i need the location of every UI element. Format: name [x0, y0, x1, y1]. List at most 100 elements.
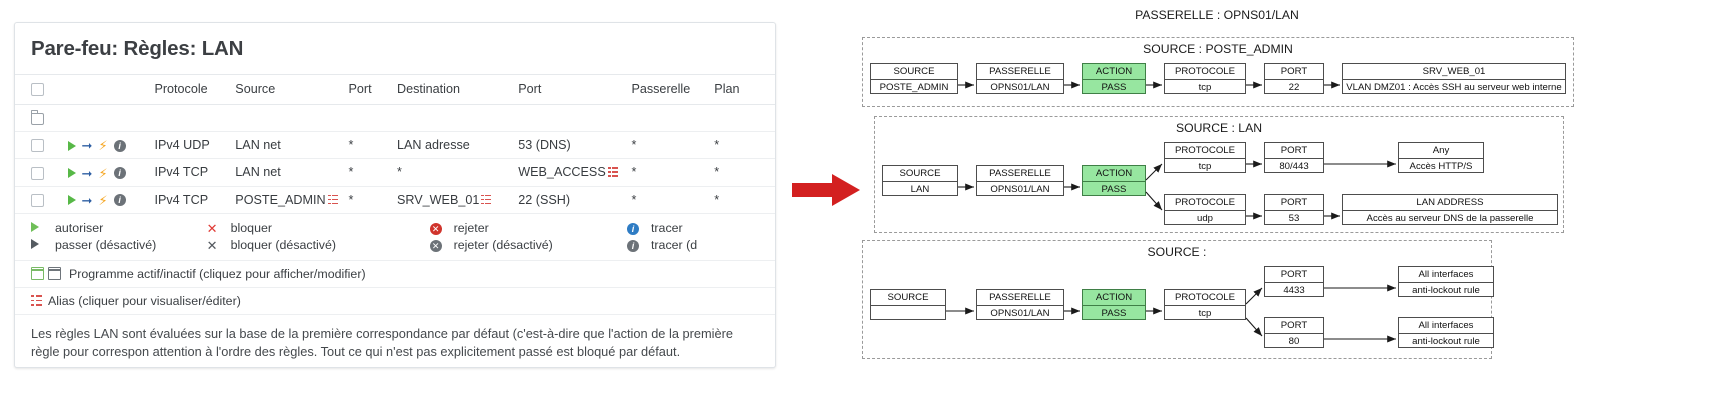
node-header: SOURCE: [883, 166, 957, 182]
pass-triangle-icon[interactable]: [67, 168, 76, 179]
firewall-rules-panel: Pare-feu: Règles: LAN Protocole Source P…: [14, 22, 776, 368]
folder-icon[interactable]: [31, 109, 44, 125]
legend-item-log: i tracer: [626, 221, 775, 236]
node-header: ACTION: [1083, 166, 1145, 182]
info-icon[interactable]: i: [113, 167, 126, 180]
node-port[interactable]: PORT 22: [1264, 63, 1324, 94]
pass-triangle-green-icon: [31, 221, 55, 235]
group-title: SOURCE : LAN: [1175, 121, 1262, 135]
table-row[interactable]: ➞⚡i IPv4 UDP LAN net * LAN adresse 53 (D…: [15, 131, 775, 160]
node-header: ACTION: [1083, 290, 1145, 306]
node-header: All interfaces: [1399, 318, 1493, 334]
node-passerelle[interactable]: PASSERELLE OPNS01/LAN: [976, 63, 1064, 94]
node-header: Any: [1399, 143, 1483, 159]
legend-label: tracer (d: [650, 238, 698, 253]
table-row[interactable]: ➞⚡i IPv4 TCP LAN net * * WEB_ACCESS * *: [15, 158, 775, 187]
node-body: tcp: [1198, 308, 1212, 319]
node-body: 80/443: [1279, 161, 1309, 172]
node-action[interactable]: ACTION PASS: [1082, 289, 1146, 320]
row-select-cell: [15, 158, 68, 187]
node-port-4433[interactable]: PORT 4433: [1264, 266, 1324, 297]
page-title: Pare-feu: Règles: LAN: [31, 37, 244, 60]
node-body: PASS: [1101, 184, 1127, 195]
column-gateway[interactable]: Passerelle: [631, 75, 715, 106]
node-port-80[interactable]: PORT 80: [1264, 317, 1324, 348]
node-passerelle[interactable]: PASSERELLE OPNS01/LAN: [976, 289, 1064, 320]
node-source[interactable]: SOURCE LAN: [882, 165, 958, 196]
cell-gateway: *: [631, 158, 715, 187]
row-status-icons: ➞⚡i: [67, 158, 155, 187]
schedule-legend-line: Programme actif/inactif (cliquez pour af…: [15, 261, 775, 288]
row-status-icons: ➞⚡i: [67, 186, 155, 214]
node-header: LAN ADDRESS: [1343, 195, 1557, 211]
node-header: SRV_WEB_01: [1343, 64, 1565, 80]
node-source[interactable]: SOURCE POSTE_ADMIN: [870, 63, 958, 94]
node-protocole[interactable]: PROTOCOLE tcp: [1164, 63, 1246, 94]
legend-item-log-disabled: i tracer (d: [626, 238, 775, 253]
legend-label: rejeter (désactivé): [453, 238, 553, 253]
node-destination[interactable]: SRV_WEB_01 VLAN DMZ01 : Accès SSH au ser…: [1342, 63, 1566, 94]
alias-icon[interactable]: [607, 167, 618, 178]
node-header: PORT: [1265, 64, 1323, 80]
node-header: SOURCE: [871, 64, 957, 80]
log-info-grey-icon: i: [626, 238, 651, 253]
alias-icon[interactable]: [481, 194, 492, 205]
column-protocol[interactable]: Protocole: [154, 75, 236, 106]
cell-destination: *: [396, 158, 519, 187]
schedule-legend-label[interactable]: Programme actif/inactif (cliquez pour af…: [69, 266, 366, 281]
node-header: PORT: [1265, 195, 1323, 211]
row-checkbox[interactable]: [31, 193, 44, 207]
column-destination-port[interactable]: Port: [518, 75, 632, 106]
node-destination-lan-address[interactable]: LAN ADDRESS Accès au serveur DNS de la p…: [1342, 194, 1558, 225]
table-row[interactable]: ➞⚡i IPv4 TCP POSTE_ADMIN * SRV_WEB_01 22…: [15, 186, 775, 214]
pass-triangle-icon[interactable]: [67, 140, 76, 151]
info-icon[interactable]: i: [113, 194, 126, 207]
column-source[interactable]: Source: [235, 75, 349, 106]
node-header: PORT: [1265, 267, 1323, 283]
node-header: ACTION: [1083, 64, 1145, 80]
node-body: LAN: [910, 184, 930, 195]
legend-label: bloquer (désactivé): [230, 238, 337, 253]
node-source[interactable]: SOURCE: [870, 289, 946, 320]
node-port-80-443[interactable]: PORT 80/443: [1264, 142, 1324, 173]
node-header: PASSERELLE: [977, 166, 1063, 182]
alias-icon: [31, 295, 42, 306]
rules-body: ➞⚡i IPv4 UDP LAN net * LAN adresse 53 (D…: [15, 104, 775, 214]
alias-legend-line: Alias (cliquer pour visualiser/éditer): [15, 288, 775, 315]
bolt-icon: ⚡: [98, 138, 108, 154]
column-destination[interactable]: Destination: [396, 75, 519, 106]
node-all-interfaces-80[interactable]: All interfaces anti-lockout rule: [1398, 317, 1494, 348]
node-port-53[interactable]: PORT 53: [1264, 194, 1324, 225]
node-protocole[interactable]: PROTOCOLE tcp: [1164, 289, 1246, 320]
alias-legend-label[interactable]: Alias (cliquer pour visualiser/éditer): [48, 293, 241, 308]
alias-icon[interactable]: [327, 194, 338, 205]
legend-item-block-disabled: ✕ bloquer (désactivé): [207, 238, 430, 252]
info-icon[interactable]: i: [113, 139, 126, 152]
node-header: PASSERELLE: [977, 290, 1063, 306]
legend-item-pass-disabled: passer (désactivé): [31, 238, 207, 252]
node-body: Accès au serveur DNS de la passerelle: [1366, 213, 1534, 224]
folder-row[interactable]: [15, 104, 775, 133]
legend-item-pass: autoriser: [31, 221, 207, 235]
node-action[interactable]: ACTION PASS: [1082, 165, 1146, 196]
legend-item-reject-disabled: ✕ rejeter (désactivé): [429, 238, 627, 253]
log-info-blue-icon: i: [626, 221, 651, 236]
cell-destination: LAN adresse: [396, 131, 519, 160]
select-all-checkbox[interactable]: [31, 83, 44, 97]
node-all-interfaces-4433[interactable]: All interfaces anti-lockout rule: [1398, 266, 1494, 297]
column-source-port[interactable]: Port: [348, 75, 397, 106]
node-header: PROTOCOLE: [1165, 290, 1245, 306]
node-action[interactable]: ACTION PASS: [1082, 63, 1146, 94]
row-checkbox[interactable]: [31, 139, 44, 153]
node-destination-any[interactable]: Any Accès HTTP/S: [1398, 142, 1484, 173]
column-schedule[interactable]: Plan: [714, 75, 775, 106]
node-passerelle[interactable]: PASSERELLE OPNS01/LAN: [976, 165, 1064, 196]
node-body: OPNS01/LAN: [990, 308, 1050, 319]
node-protocole-udp[interactable]: PROTOCOLE udp: [1164, 194, 1246, 225]
node-body: VLAN DMZ01 : Accès SSH au serveur web in…: [1346, 82, 1562, 93]
node-header: PORT: [1265, 143, 1323, 159]
row-checkbox[interactable]: [31, 166, 44, 180]
pass-triangle-icon[interactable]: [67, 195, 76, 206]
group-title: SOURCE :: [1147, 245, 1207, 259]
node-protocole-tcp[interactable]: PROTOCOLE tcp: [1164, 142, 1246, 173]
